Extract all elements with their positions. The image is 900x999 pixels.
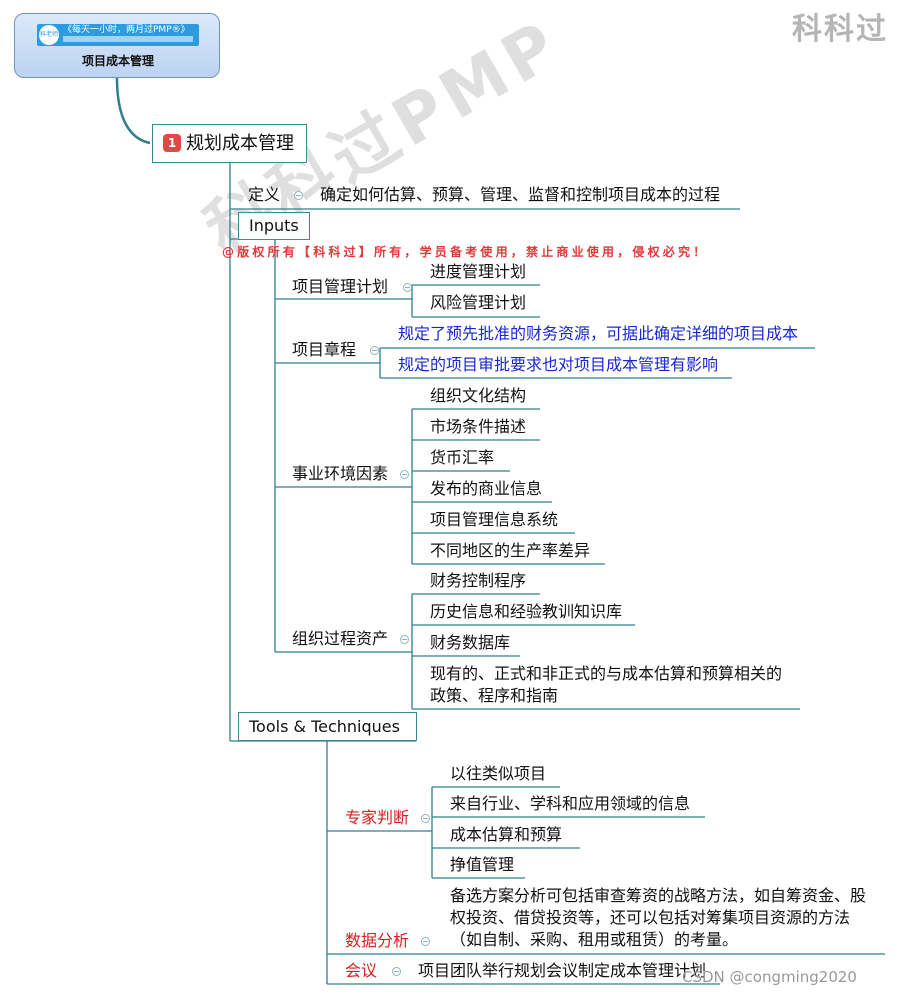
collapse-icon[interactable] [400,470,409,479]
priority-badge: 1 [163,134,181,152]
tool-group-expert[interactable]: 专家判断 [345,808,410,827]
list-item[interactable]: 成本估算和预算 [450,825,563,844]
logo-banner: 科老师 《每天一小时，两月过PMP®》 [37,24,199,46]
tools-node[interactable]: Tools & Techniques [238,712,417,741]
tool-group-meetings[interactable]: 会议 [345,961,378,980]
list-item[interactable]: 货币汇率 [430,448,495,467]
logo-slogan: 《每天一小时，两月过PMP®》 [63,25,190,35]
collapse-icon[interactable] [294,191,303,200]
logo-badge: 科老师 [39,25,59,45]
list-item[interactable]: （如自制、采购、租用或租赁）的考量。 [450,930,739,949]
collapse-icon[interactable] [421,814,430,823]
list-item[interactable]: 规定了预先批准的财务资源，可据此确定详细的项目成本 [398,324,799,343]
list-item[interactable]: 现有的、正式和非正式的与成本估算和预算相关的 [430,664,783,683]
tool-group-data-analysis[interactable]: 数据分析 [345,931,410,950]
list-item[interactable]: 财务控制程序 [430,571,527,590]
list-item[interactable]: 不同地区的生产率差异 [430,541,591,560]
root-title: 项目成本管理 [81,54,154,68]
list-item[interactable]: 财务数据库 [430,633,511,652]
main-topic-node[interactable]: 1 规划成本管理 [152,124,307,163]
list-item[interactable]: 备选方案分析可包括审查筹资的战略方法，如自筹资金、股 [450,886,867,905]
list-item[interactable]: 进度管理计划 [430,262,527,281]
list-item[interactable]: 历史信息和经验教训知识库 [430,602,623,621]
list-item[interactable]: 挣值管理 [450,855,515,874]
list-item[interactable]: 规定的项目审批要求也对项目成本管理有影响 [398,355,719,374]
csdn-watermark: CSDN @congming2020 [682,968,857,986]
inputs-node[interactable]: Inputs [238,212,310,240]
list-item[interactable]: 权投资、借贷投资等，还可以包括对筹集项目资源的方法 [450,908,851,927]
list-item[interactable]: 来自行业、学科和应用领域的信息 [450,794,691,813]
root-node[interactable]: 科老师 《每天一小时，两月过PMP®》 项目成本管理 [14,13,220,78]
definition-text[interactable]: 确定如何估算、预算、管理、监督和控制项目成本的过程 [320,185,721,204]
copyright-watermark: @版权所有【科科过】所有，学员备考使用，禁止商业使用，侵权必究！ [222,245,709,259]
collapse-icon[interactable] [421,937,430,946]
input-group-pm-plan[interactable]: 项目管理计划 [292,277,389,296]
corner-watermark: 科科过 [792,12,888,47]
list-item[interactable]: 组织文化结构 [430,386,527,405]
tools-label: Tools & Techniques [249,717,400,736]
list-item[interactable]: 政策、程序和指南 [430,686,559,705]
inputs-label: Inputs [249,216,299,235]
input-group-opa[interactable]: 组织过程资产 [292,629,389,648]
list-item[interactable]: 项目管理信息系统 [430,510,559,529]
list-item[interactable]: 项目团队举行规划会议制定成本管理计划 [418,961,707,980]
collapse-icon[interactable] [403,283,412,292]
list-item[interactable]: 市场条件描述 [430,417,527,436]
list-item[interactable]: 以往类似项目 [450,764,547,783]
collapse-icon[interactable] [392,967,401,976]
input-group-charter[interactable]: 项目章程 [292,340,357,359]
main-topic-title: 规划成本管理 [186,133,294,154]
collapse-icon[interactable] [370,346,379,355]
input-group-eef[interactable]: 事业环境因素 [292,464,389,483]
logo-subline [63,36,193,42]
collapse-icon[interactable] [400,635,409,644]
definition-label[interactable]: 定义 [248,185,281,204]
list-item[interactable]: 风险管理计划 [430,293,527,312]
list-item[interactable]: 发布的商业信息 [430,479,543,498]
